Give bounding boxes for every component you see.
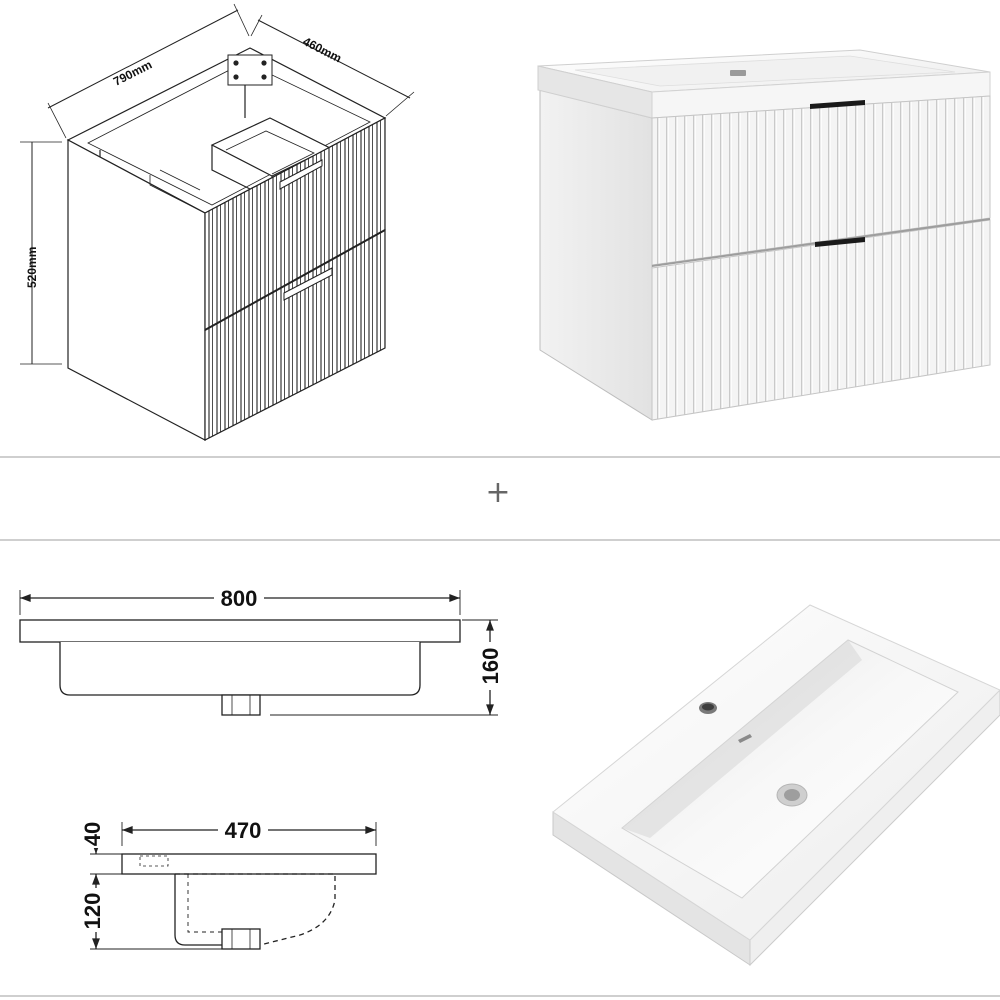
plus-symbol: + xyxy=(485,475,510,510)
top-drawer-handle xyxy=(279,159,323,190)
render-top-handle xyxy=(810,100,865,109)
basin-front-elevation xyxy=(19,590,498,716)
section-divider xyxy=(0,456,1000,541)
cabinet-width-label: 790mm xyxy=(111,57,154,88)
basin-width-label: 800 xyxy=(221,586,258,611)
basin-bowl-label: 120 xyxy=(80,893,105,930)
cabinet-product-render xyxy=(537,49,991,421)
render-bottom-handle xyxy=(815,237,865,247)
basin-depth-label: 470 xyxy=(225,818,262,843)
cabinet-height-label: 520mm xyxy=(25,247,39,288)
basin-rim-label: 40 xyxy=(80,822,105,846)
cabinet-depth-label: 460mm xyxy=(301,34,344,65)
cabinet-line-drawing xyxy=(66,47,387,441)
basin-product-render xyxy=(552,604,1000,967)
bottom-drawer-handle xyxy=(283,267,333,301)
basin-overflow-icon xyxy=(738,734,752,743)
cabinet-drawer-fronts xyxy=(204,117,386,441)
cabinet-dimension-lines xyxy=(20,3,415,365)
basin-height-label: 160 xyxy=(478,648,503,685)
overflow-icon xyxy=(730,70,746,76)
